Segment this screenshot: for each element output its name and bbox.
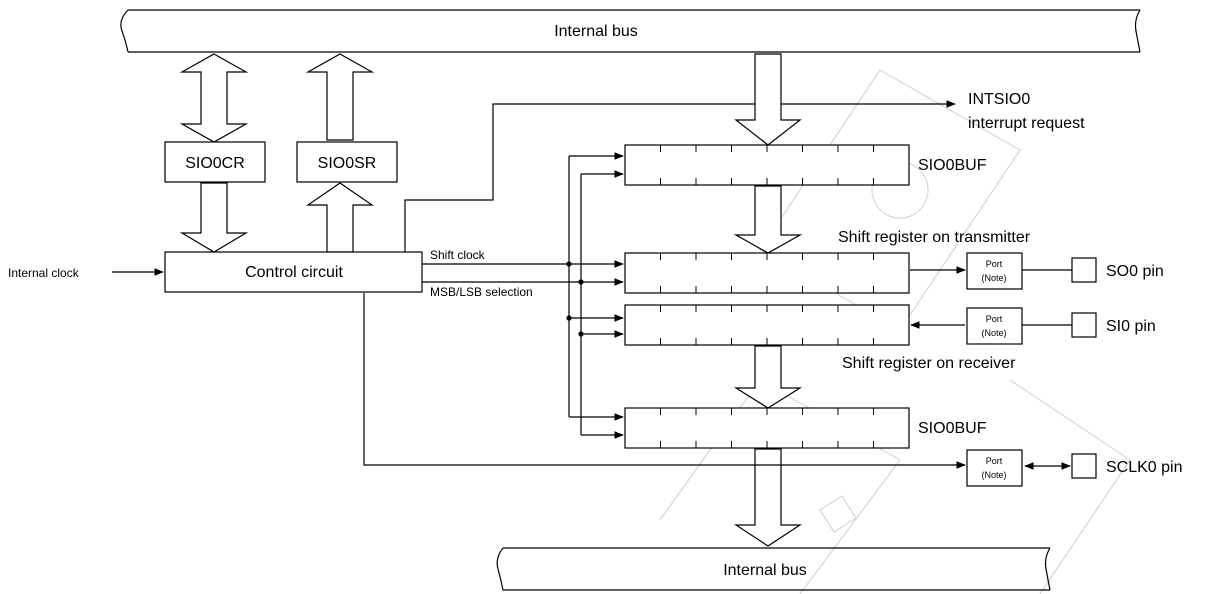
si0-pin-box <box>1071 312 1097 338</box>
sio0buf-bottom-register <box>624 407 910 449</box>
interrupt-request-line <box>404 100 956 252</box>
top-internal-bus: Internal bus <box>120 9 1141 53</box>
bus-to-buf-top-arrow <box>734 53 802 146</box>
so0-pin-label: SO0 pin <box>1106 263 1164 280</box>
svg-text:Port: Port <box>986 456 1003 466</box>
bottom-bus-label: Internal bus <box>723 562 807 579</box>
top-bus-label: Internal bus <box>554 23 638 40</box>
sr-to-bus-arrow <box>305 53 375 141</box>
so0-pin-box <box>1071 257 1097 283</box>
control-to-sr-arrow <box>306 182 374 253</box>
intsio0-label: INTSIO0 <box>968 91 1030 108</box>
sio0buf-bottom-label: SIO0BUF <box>918 420 987 437</box>
receiver-label: Shift register on receiver <box>842 355 1016 372</box>
control-circuit-label: Control circuit <box>245 264 343 281</box>
transmitter-shift-register <box>624 252 910 294</box>
receiver-to-buf-arrow <box>733 345 803 409</box>
si0-port: Port (Note) <box>966 307 1023 345</box>
sio0buf-top-register <box>624 144 910 186</box>
svg-text:Port: Port <box>986 314 1003 324</box>
cr-bus-bidirectional-arrow <box>179 53 249 143</box>
msb-lsb-label: MSB/LSB selection <box>430 285 533 299</box>
svg-text:Port: Port <box>986 259 1003 269</box>
internal-clock-label: Internal clock <box>8 266 80 280</box>
sio0sr-label: SIO0SR <box>318 155 377 172</box>
si0-pin-label: SI0 pin <box>1106 318 1156 335</box>
control-signal-lines <box>422 152 624 439</box>
sclk0-pin-box <box>1071 453 1097 479</box>
sclk0-pin-label: SCLK0 pin <box>1106 459 1183 476</box>
buf-to-bottom-bus-arrow <box>733 448 803 547</box>
buf-to-transmitter-arrow <box>733 185 803 254</box>
receiver-shift-register <box>624 304 910 346</box>
svg-text:(Note): (Note) <box>981 273 1006 283</box>
sio0cr-register <box>164 141 266 183</box>
sio0buf-top-label: SIO0BUF <box>918 157 987 174</box>
svg-text:(Note): (Note) <box>981 470 1006 480</box>
sclk0-port: Port (Note) <box>966 449 1023 487</box>
control-circuit <box>164 251 423 293</box>
so0-port: Port (Note) <box>966 252 1023 290</box>
shift-clock-label: Shift clock <box>430 248 486 262</box>
sio0cr-label: SIO0CR <box>185 155 245 172</box>
interrupt-request-label: interrupt request <box>968 115 1085 132</box>
bottom-internal-bus: Internal bus <box>496 547 1051 591</box>
svg-text:(Note): (Note) <box>981 328 1006 338</box>
sio0sr-register <box>296 141 398 183</box>
cr-to-control-arrow <box>179 182 249 253</box>
sclk-control-line <box>363 293 966 469</box>
transmitter-label: Shift register on transmitter <box>838 229 1031 246</box>
